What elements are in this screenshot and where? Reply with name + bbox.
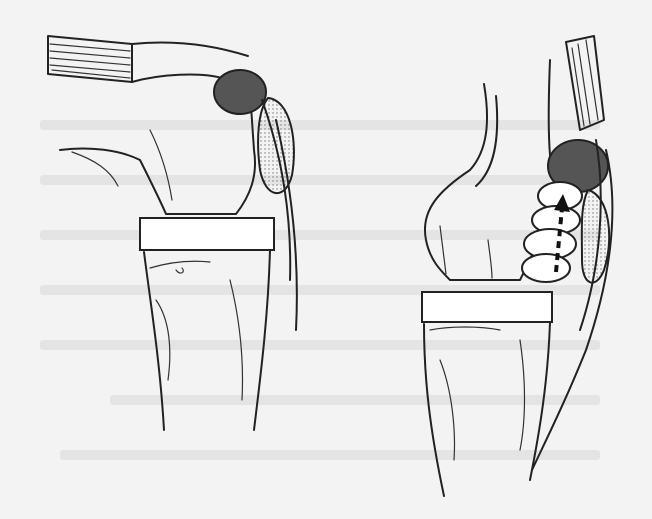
left-quadriceps-tendon	[48, 36, 248, 82]
left-patella	[214, 70, 266, 114]
right-tibial-plateau	[422, 292, 552, 322]
left-tibial-plateau	[140, 218, 274, 250]
background-bleed-through	[40, 120, 600, 460]
right-knee-drawing	[422, 36, 612, 496]
